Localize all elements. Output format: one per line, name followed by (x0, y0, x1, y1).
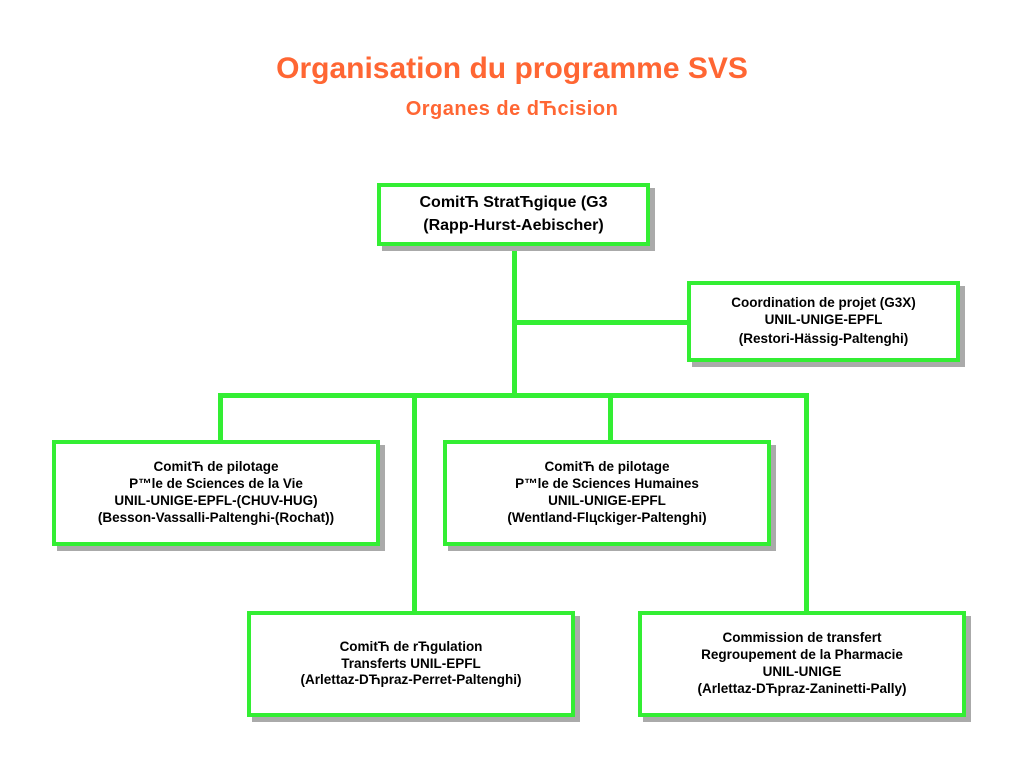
box-strategic-line2: (Rapp-Hurst-Aebischer) (423, 216, 604, 234)
box-regulation-committee: ComitЋ de rЋgulation Transferts UNIL-EPF… (247, 611, 575, 717)
connector-horizontal-bus (218, 393, 808, 398)
box-transfer-line2: Regroupement de la Pharmacie (701, 647, 903, 663)
box-pilot-human-line1: ComitЋ de pilotage (544, 459, 670, 475)
page-title: Organisation du programme SVS (276, 52, 748, 85)
connector-regulation (412, 393, 417, 613)
box-coordination-line1: Coordination de projet (G3X) (731, 294, 916, 310)
box-pilot-life-line1: ComitЋ de pilotage (153, 459, 279, 475)
box-transfer-commission: Commission de transfert Regroupement de … (638, 611, 966, 717)
connector-pilot-life (218, 393, 223, 442)
connector-coordination (517, 320, 689, 325)
box-pilot-life-line4: (Besson-Vassalli-Paltenghi-(Rochat)) (97, 509, 335, 525)
box-transfer-line4: (Arlettaz-DЋpraz-Zaninetti-Pally) (697, 680, 907, 696)
box-strategic-line1: ComitЋ StratЋgique (G3 (419, 194, 608, 212)
box-pilot-life-line3: UNIL-UNIGE-EPFL-(CHUV-HUG) (114, 493, 318, 508)
box-pilot-human-line2: P™le de Sciences Humaines (515, 476, 699, 492)
box-strategic-committee: ComitЋ StratЋgique (G3 (Rapp-Hurst-Aebis… (377, 183, 650, 246)
connector-pilot-human (608, 393, 613, 442)
connector-strategic-down (512, 246, 517, 396)
box-pilot-human-sciences: ComitЋ de pilotage P™le de Sciences Huma… (443, 440, 771, 546)
box-transfer-line1: Commission de transfert (722, 630, 882, 646)
box-project-coordination: Coordination de projet (G3X) UNIL-UNIGE-… (687, 281, 960, 362)
box-pilot-life-sciences: ComitЋ de pilotage P™le de Sciences de l… (52, 440, 380, 546)
box-transfer-line3: UNIL-UNIGE (762, 664, 842, 679)
box-pilot-human-line3: UNIL-UNIGE-EPFL (548, 493, 666, 508)
box-regulation-line2: Transferts UNIL-EPFL (341, 655, 481, 671)
box-coordination-line2: UNIL-UNIGE-EPFL (764, 311, 883, 327)
box-regulation-line1: ComitЋ de rЋgulation (339, 638, 483, 654)
connector-transfer (804, 393, 809, 613)
box-regulation-line3: (Arlettaz-DЋpraz-Perret-Paltenghi) (300, 672, 522, 688)
page-subtitle: Organes de dЋcision (405, 98, 619, 120)
box-pilot-life-line2: P™le de Sciences de la Vie (129, 476, 303, 492)
box-coordination-line3: (Restori-Hässig-Paltenghi) (738, 331, 909, 347)
box-pilot-human-line4: (Wentland-Flцckiger-Paltenghi) (507, 509, 707, 525)
